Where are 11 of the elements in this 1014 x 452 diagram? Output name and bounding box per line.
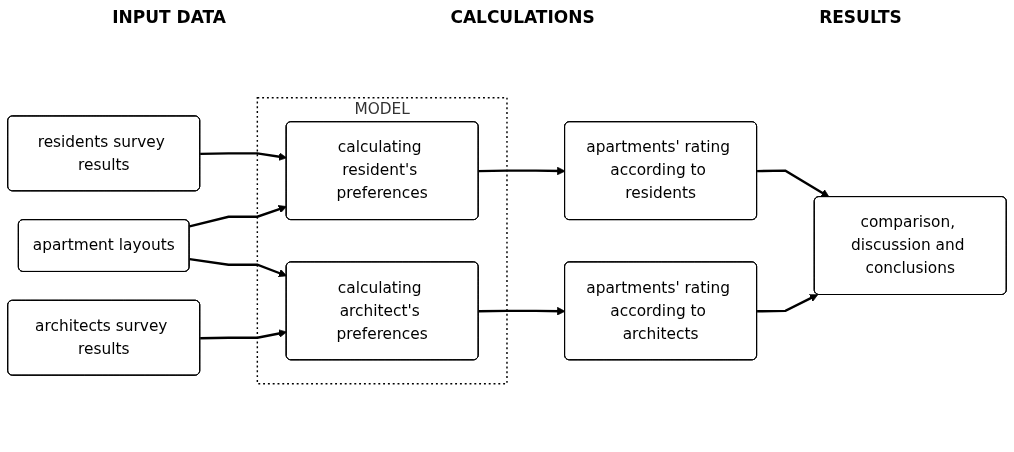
arrow [757, 169, 830, 198]
arrow [200, 329, 287, 340]
arrow [478, 167, 566, 176]
arrow [189, 258, 287, 278]
column-heading: INPUT DATA [112, 7, 226, 27]
column-heading: RESULTS [819, 7, 902, 27]
arrow [478, 307, 566, 316]
arrow [189, 205, 287, 228]
arrow [757, 294, 819, 313]
column-heading: CALCULATIONS [450, 7, 595, 27]
arrow [200, 152, 287, 162]
